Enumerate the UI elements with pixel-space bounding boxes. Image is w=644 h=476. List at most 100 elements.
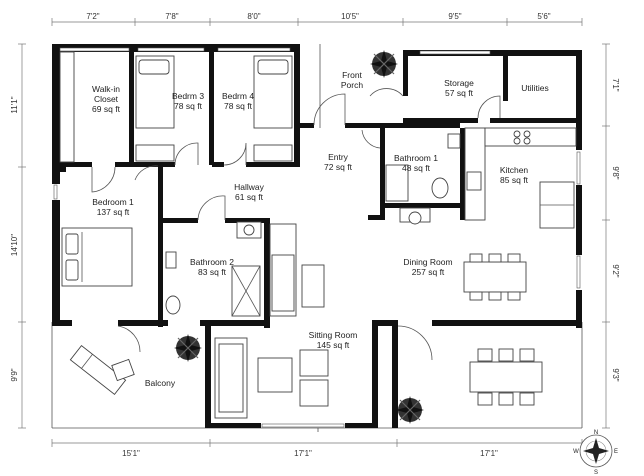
wall-bedroom1-top [60, 167, 66, 172]
door-storage [369, 88, 404, 97]
wall-bedroom1-right [158, 167, 163, 327]
door-bath2 [197, 195, 226, 221]
dim-top-3: 8'0" [247, 12, 260, 21]
compass-e: E [614, 449, 618, 455]
bathroom2-area: 83 sq ft [198, 267, 227, 277]
chair-icon [498, 392, 514, 406]
wall-storage-left-2 [403, 118, 408, 128]
sofa-icon [271, 254, 295, 312]
entry-label: Entry [328, 152, 349, 162]
pillow-icon [65, 233, 79, 255]
balcony-label: Balcony [145, 378, 176, 388]
walkin-closet-label: Walk-in [92, 84, 120, 94]
chair-icon [507, 291, 521, 301]
dim-bottom-2: 17'1" [294, 449, 312, 458]
compass-w: W [573, 449, 579, 455]
wall-storage-left [403, 50, 408, 96]
wall-bed4-porch [294, 44, 300, 165]
top-dimensions: 7'2" 7'8" 8'0" 10'5" 9'5" 5'6" [86, 12, 550, 21]
pillow-icon [65, 259, 79, 281]
walkin-closet-label-2: Closet [94, 94, 119, 104]
basin-icon [243, 224, 255, 236]
wall-dining-lower-left [392, 326, 398, 428]
dim-right-2: 9'8" [611, 166, 620, 179]
coffee-table-icon [301, 264, 325, 308]
dresser-icon [253, 144, 293, 162]
wall-bath2-top-1 [163, 218, 198, 223]
bathroom1-label: Bathroom 1 [394, 153, 438, 163]
wall-south-1 [52, 320, 72, 326]
compass-icon: N S W E [573, 430, 618, 476]
dining-room-label: Dining Room [403, 257, 452, 267]
bottom-dimensions: 15'1" 17'1" 17'1" [122, 449, 498, 458]
windows [53, 47, 581, 428]
door-bedroom1 [134, 165, 159, 181]
wall-sitting-bottom-1 [211, 423, 261, 428]
dining-table-icon [469, 361, 543, 393]
storage-label: Storage [444, 78, 474, 88]
front-porch-label-2: Porch [341, 80, 363, 90]
wall-bed3-bed4 [209, 44, 214, 165]
furniture [59, 51, 577, 419]
hallway-area: 61 sq ft [235, 192, 264, 202]
sink-icon [447, 133, 461, 149]
wall-closet-bottom-2 [115, 162, 175, 167]
bedrm3-label: Bedrm 3 [172, 91, 204, 101]
wall-storage-util [503, 56, 508, 101]
plant-icon [370, 50, 398, 78]
door-bed3 [174, 142, 199, 166]
sofa-seat-icon [218, 343, 244, 413]
chair-icon [488, 253, 502, 263]
dresser-icon [135, 144, 175, 162]
plant-icon [396, 396, 424, 424]
cabinet-icon [165, 251, 177, 269]
bedrm4-label: Bedrm 4 [222, 91, 254, 101]
wall-bed4-bottom [246, 162, 300, 167]
chair-icon [498, 348, 514, 362]
wall-right-mid [576, 185, 582, 255]
sitting-room-label: Sitting Room [309, 330, 358, 340]
chair-icon [477, 348, 493, 362]
chair-icon [469, 253, 483, 263]
coffee-table-icon [257, 357, 293, 393]
wall-south-2 [118, 320, 168, 326]
wall-porch-left [298, 123, 314, 128]
armchair-icon [299, 349, 329, 377]
chair-icon [507, 253, 521, 263]
dim-right-4: 9'3" [611, 368, 620, 381]
dim-left-3: 9'9" [10, 368, 19, 381]
dining-table-icon [463, 261, 527, 293]
front-porch-label: Front [342, 70, 362, 80]
wall-top-right [403, 50, 582, 56]
hallway-label: Hallway [234, 182, 265, 192]
shower-icon [385, 164, 409, 202]
compass-s: S [594, 470, 598, 476]
chair-icon [469, 291, 483, 301]
wall-sitting-left [205, 326, 211, 428]
dim-top-4: 10'5" [341, 12, 359, 21]
kitchen-counter-icon [484, 127, 577, 147]
left-dimensions: 11'1" 14'10" 9'9" [10, 96, 19, 381]
pillow-icon [257, 59, 289, 75]
stove-burner-icon [523, 137, 531, 145]
toilet-icon [431, 177, 449, 199]
dining-room-area: 257 sq ft [412, 267, 445, 277]
wall-storage-bottom [408, 118, 478, 123]
stove-burner-icon [513, 130, 521, 138]
wall-util-bottom [490, 118, 582, 123]
stove-burner-icon [523, 130, 531, 138]
utilities-label: Utilities [521, 83, 548, 93]
wall-sitting-bottom-2 [345, 423, 372, 428]
chair-icon [519, 392, 535, 406]
walkin-closet-area: 69 sq ft [92, 104, 121, 114]
dim-top-5: 9'5" [448, 12, 461, 21]
pillow-icon [138, 59, 170, 75]
kitchen-area: 85 sq ft [500, 175, 529, 185]
bathroom1-area: 48 sq ft [402, 163, 431, 173]
side-table-icon [111, 358, 135, 382]
door-front [313, 93, 346, 126]
wall-bath1-right [460, 128, 465, 220]
bedroom1-area: 137 sq ft [97, 207, 130, 217]
door-utilities [477, 95, 501, 119]
wall-right-upper [576, 50, 582, 150]
